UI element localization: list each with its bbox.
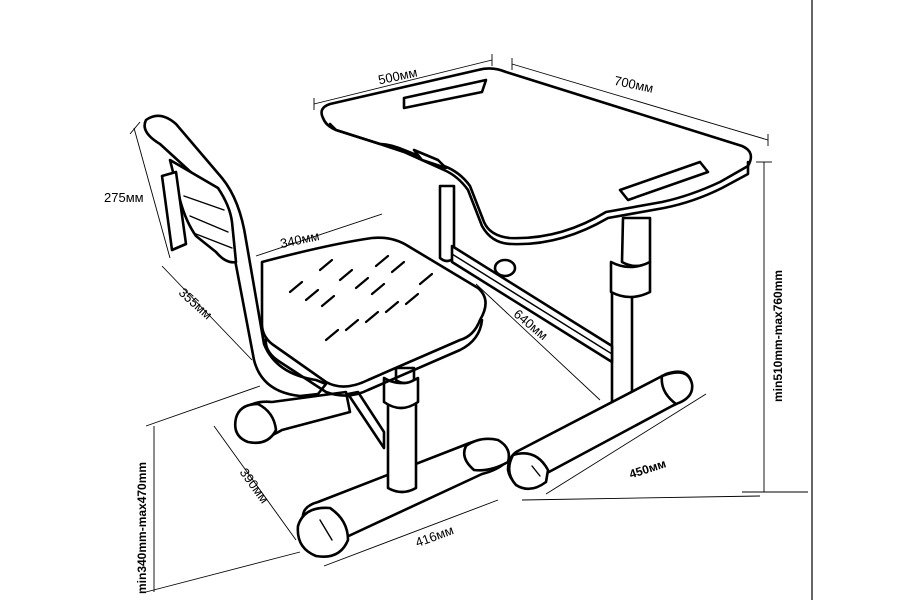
chair-post <box>386 390 418 494</box>
label-chair-base-depth: 390мм <box>237 465 272 506</box>
dimension-lines <box>129 54 808 593</box>
chair-post-collar <box>382 376 420 410</box>
desk-right-leg-upper <box>620 216 652 268</box>
desk-top <box>320 67 753 240</box>
chair-seat-slots <box>288 254 434 342</box>
label-desk-depth: 700мм <box>613 73 655 96</box>
desk-side-clip <box>412 148 448 170</box>
label-back-height: 275мм <box>104 190 144 205</box>
label-desk-base-width: 450мм <box>628 456 668 481</box>
label-chair-height: min340mm-max470mm <box>135 462 149 594</box>
chair-brace <box>346 390 386 450</box>
desk-right-leg-collar <box>609 260 652 299</box>
label-seat-width: 340мм <box>279 228 321 251</box>
label-seat-depth: 355мм <box>176 285 215 323</box>
desk-pen-tray-right <box>618 160 710 202</box>
label-desk-height: min510mm-max760mm <box>771 270 785 402</box>
chair <box>143 114 511 558</box>
desk <box>320 67 753 491</box>
desk-pen-tray-front <box>402 78 488 110</box>
label-chair-base-width: 416мм <box>413 522 455 550</box>
chair-backrest <box>168 158 238 264</box>
